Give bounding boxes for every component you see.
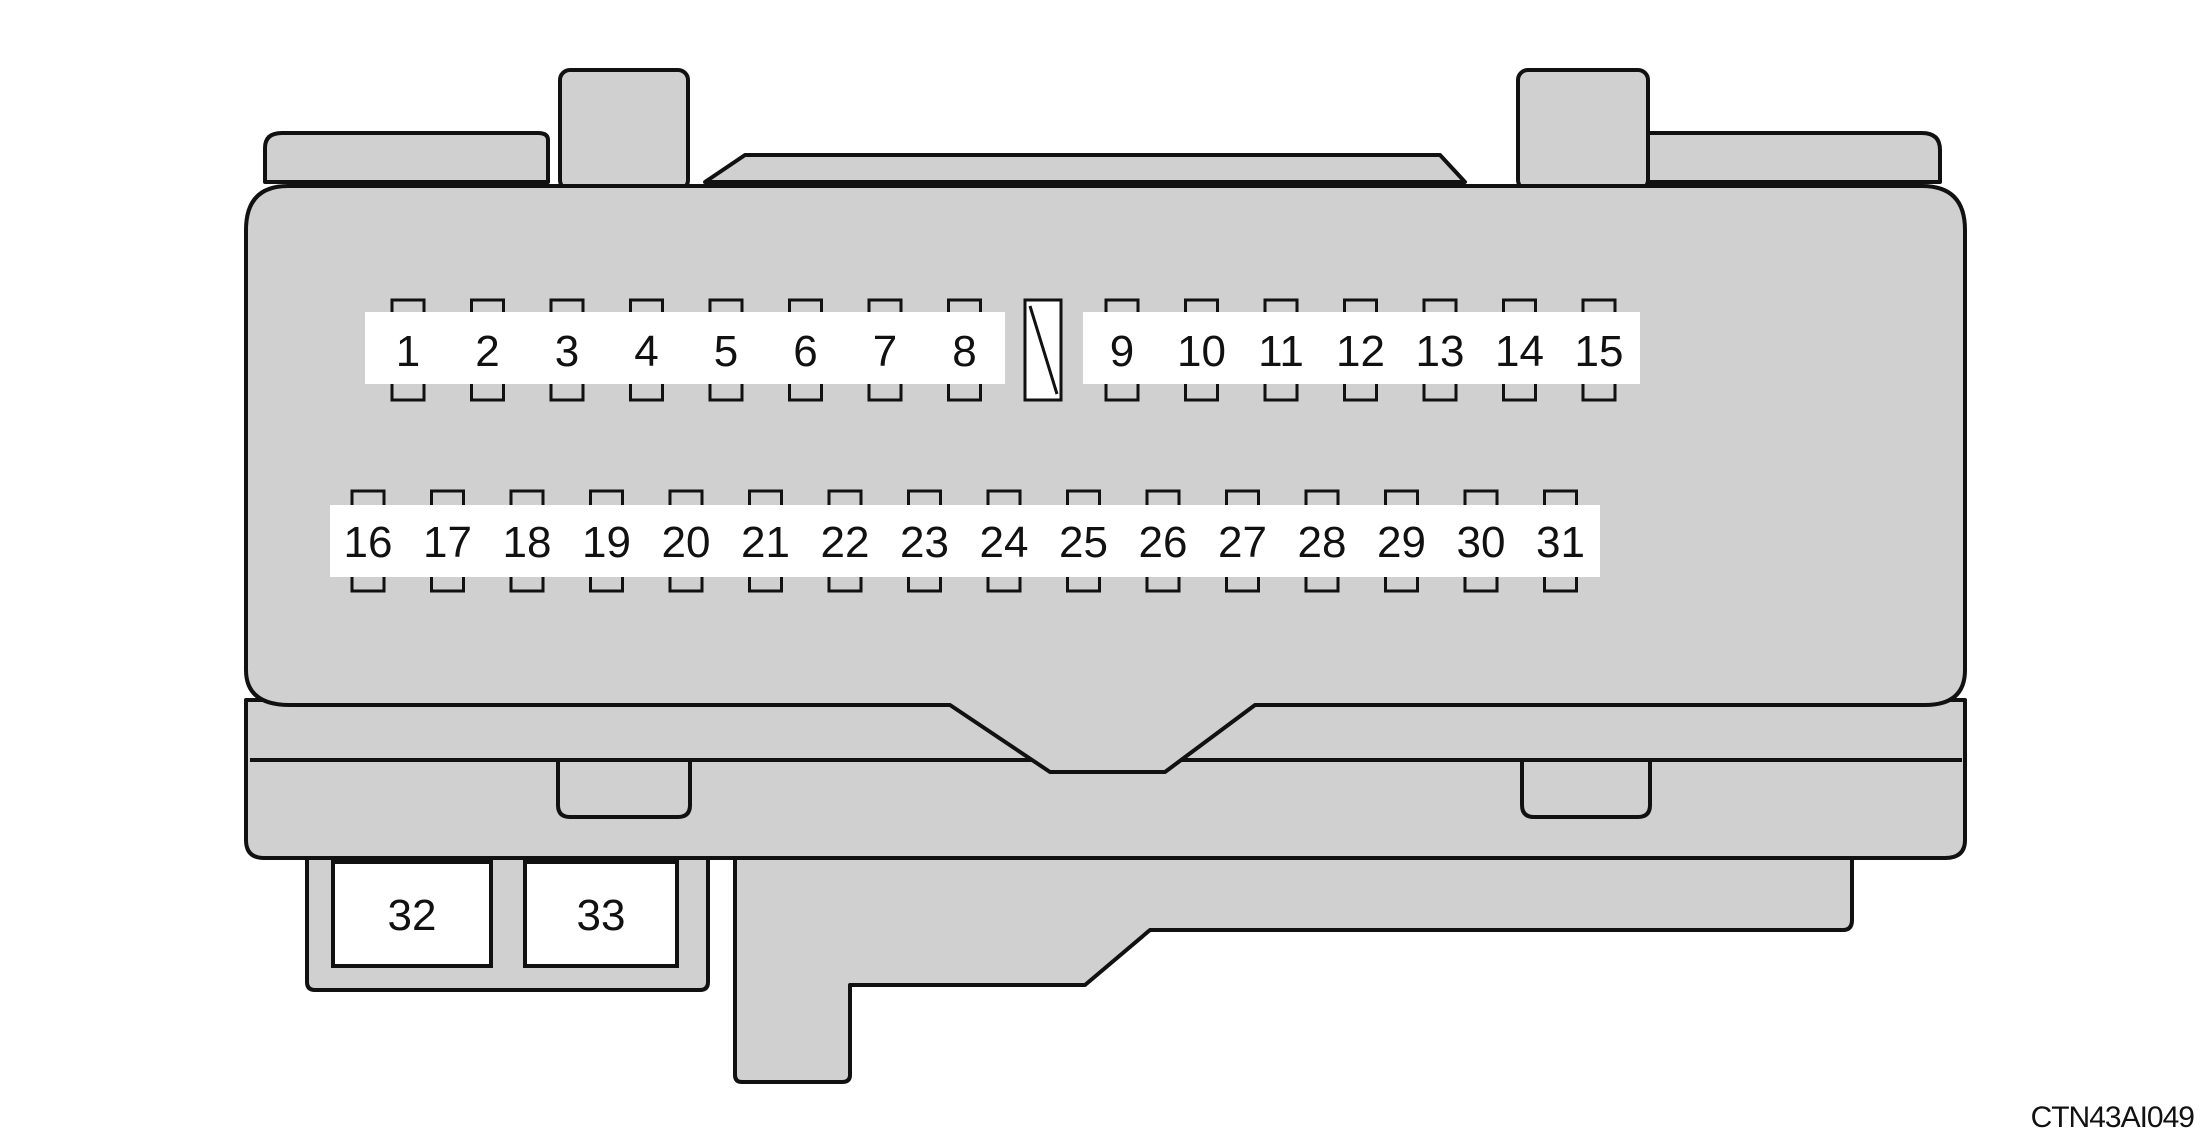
reference-code: CTN43AI049: [2030, 1101, 2195, 1134]
fuse-24-label: 24: [980, 518, 1029, 567]
base-notch-right: [1520, 758, 1652, 819]
label-strip-row1-right: [1083, 312, 1640, 384]
fuse-11-label: 11: [1258, 327, 1304, 376]
fuse-8-label: 8: [952, 327, 976, 376]
fuse-21-label: 21: [741, 518, 790, 567]
fuse-23-label: 23: [900, 518, 949, 567]
fuse-3-label: 3: [555, 327, 579, 376]
fuse-26-label: 26: [1139, 518, 1188, 567]
top-tab-right: [1516, 68, 1650, 192]
label-strip-row2: [330, 505, 1600, 577]
relay-33-label: 33: [577, 891, 626, 940]
fuse-30-label: 30: [1457, 518, 1506, 567]
fuse-31-label: 31: [1536, 518, 1585, 567]
fuse-19-label: 19: [582, 518, 631, 567]
fuse-20-label: 20: [662, 518, 711, 567]
fuse-7-label: 7: [873, 327, 897, 376]
spare-fuse-slot: [1023, 298, 1063, 402]
fuse-1-label: 1: [396, 327, 420, 376]
fuse-12-label: 12: [1336, 327, 1385, 376]
fuse-27-label: 27: [1218, 518, 1267, 567]
fuse-10-label: 10: [1177, 327, 1226, 376]
fuse-9-label: 9: [1110, 327, 1134, 376]
fuse-13-label: 13: [1416, 327, 1465, 376]
fuse-17-label: 17: [423, 518, 472, 567]
fuse-4-label: 4: [634, 327, 658, 376]
main-cover: [244, 184, 1967, 774]
fuse-15-label: 15: [1575, 327, 1624, 376]
fuse-2-label: 2: [475, 327, 499, 376]
label-strip-row1-left: [365, 312, 1005, 384]
top-tab-left: [558, 68, 690, 192]
fuse-18-label: 18: [503, 518, 552, 567]
rear-housing: [263, 131, 1942, 184]
relay-32-box: [331, 860, 493, 968]
fuse-6-label: 6: [793, 327, 817, 376]
fuse-22-label: 22: [821, 518, 870, 567]
fuse-29-label: 29: [1377, 518, 1426, 567]
base-notch-left: [556, 758, 692, 819]
fuse-28-label: 28: [1298, 518, 1347, 567]
lower-mount: [733, 848, 1854, 1084]
fuse-label-strips: [330, 312, 1640, 577]
fuse-25-label: 25: [1059, 518, 1108, 567]
fuse-16-label: 16: [344, 518, 393, 567]
fuse-14-label: 14: [1495, 327, 1544, 376]
fuse-5-label: 5: [714, 327, 738, 376]
relay-32-label: 32: [388, 891, 437, 940]
relay-group: 32 33: [331, 860, 679, 968]
relay-33-box: [523, 860, 679, 968]
